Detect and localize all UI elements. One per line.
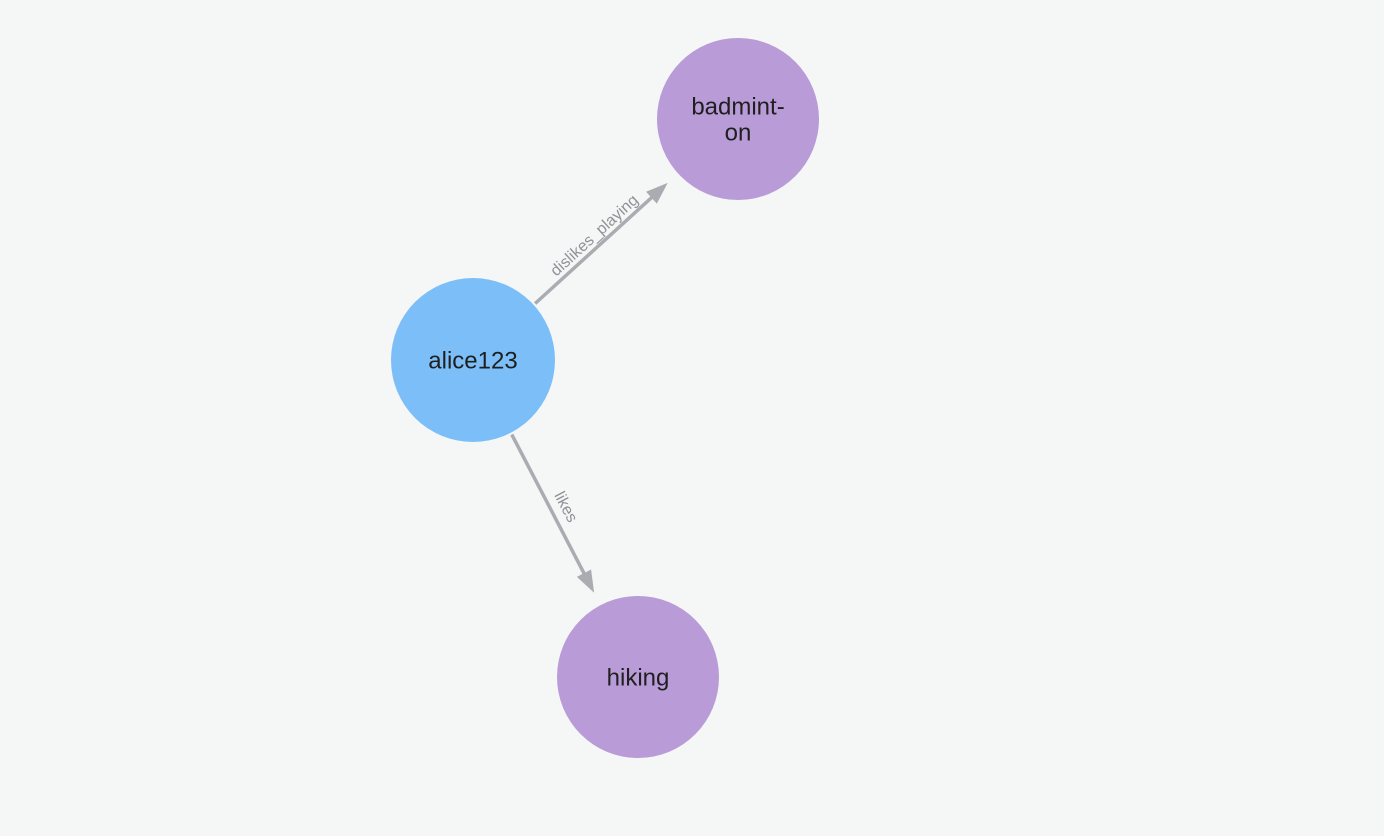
graph-node-alice123[interactable]: alice123 xyxy=(391,278,555,442)
graph-edge-line[interactable] xyxy=(533,193,656,305)
graph-edge-likes: likes xyxy=(510,433,595,593)
edge-arrowhead xyxy=(646,182,668,204)
graph-node-circle[interactable] xyxy=(557,596,719,758)
graph-edge-label: dislikes_playing xyxy=(548,192,642,280)
graph-edge-line[interactable] xyxy=(510,433,588,578)
graph-node-hiking[interactable]: hiking xyxy=(557,596,719,758)
edge-arrowhead xyxy=(576,569,595,593)
graph-node-circle[interactable] xyxy=(391,278,555,442)
graph-node-circle[interactable] xyxy=(657,38,819,200)
graph-node-badminton[interactable]: badmint-on xyxy=(657,38,819,200)
graph-edge-dislikes_playing: dislikes_playing xyxy=(533,182,668,305)
